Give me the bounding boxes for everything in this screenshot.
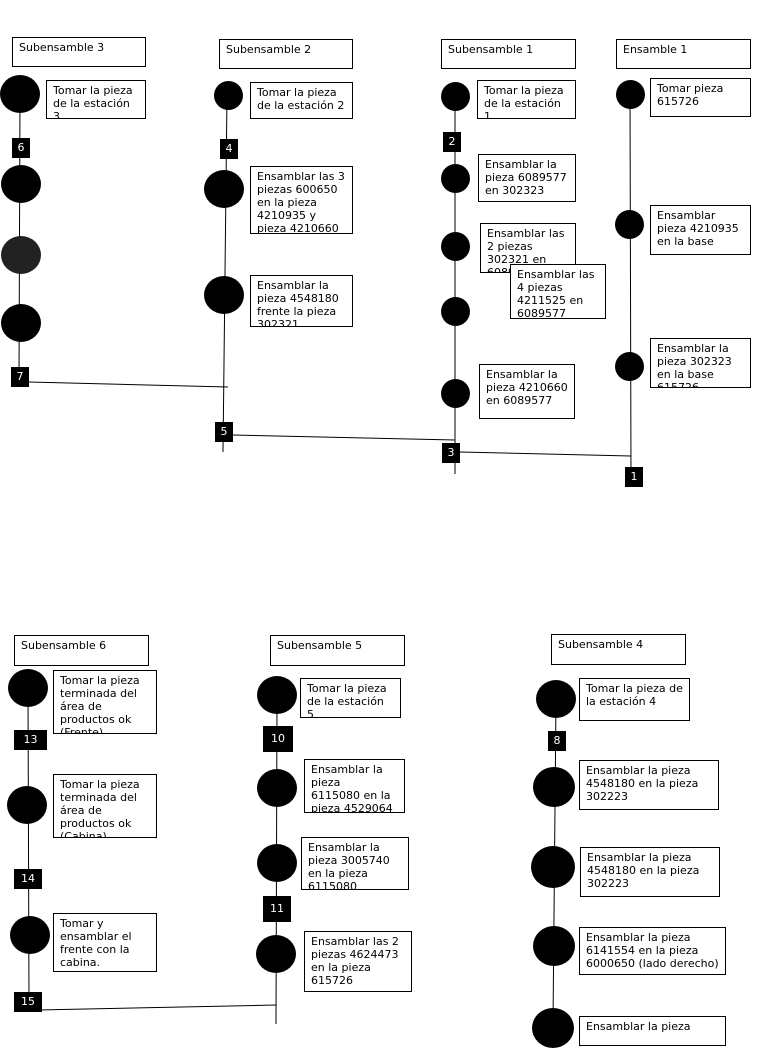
operation-circle	[8, 669, 48, 707]
subensamble-4-step-3: Ensamblar la pieza 4548180 en la pieza 3…	[580, 847, 720, 897]
operation-circle	[616, 80, 645, 109]
operation-circle	[10, 916, 50, 954]
marker-4: 4	[220, 139, 238, 159]
subensamble-1-step-2: Ensamblar la pieza 6089577 en 302323	[478, 154, 576, 202]
operation-circle	[533, 926, 575, 966]
marker-5: 5	[215, 422, 233, 442]
operation-circle	[1, 236, 41, 274]
operation-circle	[257, 676, 297, 714]
subensamble-5-title: Subensamble 5	[270, 635, 405, 666]
operation-circle	[533, 767, 575, 807]
subensamble-4-step-1: Tomar la pieza de la estación 4	[579, 678, 690, 721]
operation-circle	[531, 846, 575, 888]
marker-13: 13	[14, 730, 47, 750]
subensamble-6-step-3: Tomar y ensamblar el frente con la cabin…	[53, 913, 157, 972]
subensamble-1-step-5: Ensamblar la pieza 4210660 en 6089577	[479, 364, 575, 419]
subensamble-4-title: Subensamble 4	[551, 634, 686, 665]
operation-circle	[214, 81, 243, 110]
operation-circle	[441, 297, 470, 326]
subensamble-1-step-1: Tomar la pieza de la estación 1	[477, 80, 576, 119]
ensamble-1-step-3: Ensamblar la pieza 302323 en la base 615…	[650, 338, 751, 388]
operation-circle	[532, 1008, 574, 1048]
subensamble-4-step-5: Ensamblar la pieza	[579, 1016, 726, 1046]
ensamble-1-title: Ensamble 1	[616, 39, 751, 69]
subensamble-6-step-1: Tomar la pieza terminada del área de pro…	[53, 670, 157, 734]
subensamble-1-title: Subensamble 1	[441, 39, 576, 69]
operation-circle	[257, 769, 297, 807]
marker-7: 7	[11, 367, 29, 387]
subensamble-5-step-3: Ensamblar la pieza 3005740 en la pieza 6…	[301, 837, 409, 890]
operation-circle	[257, 844, 297, 882]
operation-circle	[615, 352, 644, 381]
subensamble-2-step-2: Ensamblar las 3 piezas 600650 en la piez…	[250, 166, 353, 234]
operation-circle	[7, 786, 47, 824]
marker-15: 15	[14, 992, 42, 1012]
operation-circle	[204, 276, 244, 314]
subensamble-1-step-4: Ensamblar las 4 piezas 4211525 en 608957…	[510, 264, 606, 319]
operation-circle	[441, 232, 470, 261]
operation-circle	[441, 82, 470, 111]
subensamble-5-step-1: Tomar la pieza de la estación 5	[300, 678, 401, 718]
ensamble-1-step-1: Tomar pieza 615726	[650, 78, 751, 117]
subensamble-6-title: Subensamble 6	[14, 635, 149, 666]
ensamble-1-step-2: Ensamblar pieza 4210935 en la base	[650, 205, 751, 255]
operation-circle	[615, 210, 644, 239]
marker-10: 10	[263, 726, 293, 752]
subensamble-4-step-2: Ensamblar la pieza 4548180 en la pieza 3…	[579, 760, 719, 810]
subensamble-2-step-3: Ensamblar la pieza 4548180 frente la pie…	[250, 275, 353, 327]
marker-8: 8	[548, 731, 566, 751]
subensamble-4-step-4: Ensamblar la pieza 6141554 en la pieza 6…	[579, 927, 726, 975]
marker-6: 6	[12, 138, 30, 158]
operation-circle	[1, 304, 41, 342]
subensamble-3-title: Subensamble 3	[12, 37, 146, 67]
operation-circle	[256, 935, 296, 973]
marker-3: 3	[442, 443, 460, 463]
subensamble-5-step-4: Ensamblar las 2 piezas 4624473 en la pie…	[304, 931, 412, 992]
operation-circle	[441, 164, 470, 193]
operation-circle	[0, 75, 40, 113]
marker-2: 2	[443, 132, 461, 152]
operation-circle	[1, 165, 41, 203]
subensamble-5-step-2: Ensamblar la pieza 6115080 en la pieza 4…	[304, 759, 405, 813]
operation-circle	[536, 680, 576, 718]
operation-circle	[441, 379, 470, 408]
subensamble-6-step-2: Tomar la pieza terminada del área de pro…	[53, 774, 157, 838]
operation-circle	[204, 170, 244, 208]
subensamble-2-step-1: Tomar la pieza de la estación 2	[250, 82, 353, 119]
marker-1: 1	[625, 467, 643, 487]
subensamble-2-title: Subensamble 2	[219, 39, 353, 69]
marker-14: 14	[14, 869, 42, 889]
subensamble-3-step-1: Tomar la pieza de la estación 3	[46, 80, 146, 119]
marker-11: 11	[263, 896, 291, 922]
